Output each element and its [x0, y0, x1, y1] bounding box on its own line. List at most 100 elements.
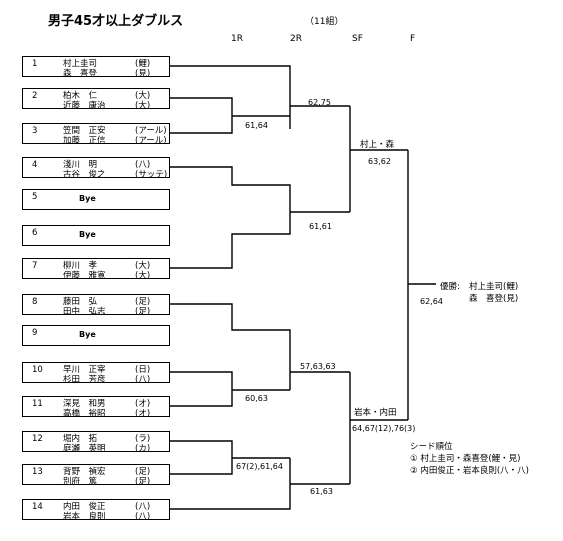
partner-name: 森 喜登 [63, 69, 98, 79]
partner-name: 伊藤 雅寛 [63, 271, 106, 281]
partner-name: 古谷 俊之 [63, 170, 106, 180]
partner-name: 高橋 裕昭 [63, 409, 106, 419]
slot-number: 14 [32, 502, 43, 512]
partner-name: 庭瀬 英明 [63, 444, 106, 454]
player-affiliation: (八) [135, 160, 151, 170]
seed-2: ② 内田俊正・岩本良則(八・八) [410, 466, 529, 476]
winner-line-2: 森 喜登(見) [469, 294, 519, 304]
score-1r-10v11: 60,63 [245, 394, 268, 403]
player-name: 深見 和男 [63, 399, 106, 409]
slot-number: 6 [32, 228, 38, 238]
bye-label: Bye [79, 230, 96, 239]
slot-number: 13 [32, 467, 43, 477]
player-name: 内田 俊正 [63, 502, 106, 512]
draw-slot-8: 8 藤田 弘 (足) 田中 弘志 (足) [22, 294, 170, 317]
partner-affiliation: (大) [135, 271, 151, 281]
score-sf-top: 63,62 [368, 157, 391, 166]
player-affiliation: (大) [135, 261, 151, 271]
slot-number: 4 [32, 160, 38, 170]
player-name: 早川 正宰 [63, 365, 106, 375]
round-header-f: F [410, 34, 416, 44]
player-name: 柳川 孝 [63, 261, 98, 271]
slot-number: 10 [32, 365, 43, 375]
draw-slot-7: 7 柳川 孝 (大) 伊藤 雅寛 (大) [22, 258, 170, 281]
player-name: 村上圭司 [63, 59, 98, 69]
partner-name: 田中 弘志 [63, 307, 106, 317]
score-sf-bottom: 64,67(12),76(3) [352, 424, 416, 433]
draw-slot-1: 1 村上圭司 (鯉) 森 喜登 (見) [22, 56, 170, 79]
partner-affiliation: (アール) [135, 136, 167, 146]
partner-affiliation: (足) [135, 307, 151, 317]
player-affiliation: (鯉) [135, 59, 151, 69]
draw-slot-4: 4 淺川 明 (八) 古谷 俊之 (サッテ) [22, 157, 170, 180]
player-affiliation: (足) [135, 467, 151, 477]
player-name: 笠間 正安 [63, 126, 106, 136]
draw-slot-2: 2 柏木 仁 (大) 近藤 康治 (大) [22, 88, 170, 111]
player-affiliation: (日) [135, 365, 151, 375]
draw-slot-13: 13 背野 禎宏 (足) 別府 篤 (足) [22, 464, 170, 487]
seed-1: ① 村上圭司・森喜登(鯉・見) [410, 454, 521, 464]
score-2r-top: 62,75 [308, 98, 331, 107]
player-name: 柏木 仁 [63, 91, 98, 101]
partner-affiliation: (八) [135, 512, 151, 522]
semifinalist-bottom: 岩本・内田 [354, 408, 397, 418]
group-label: （11組） [305, 17, 344, 27]
slot-number: 7 [32, 261, 38, 271]
partner-name: 杉田 芳彦 [63, 375, 106, 385]
score-2r-12to14: 61,63 [310, 487, 333, 496]
bye-label: Bye [79, 330, 96, 339]
partner-affiliation: (サッテ) [135, 170, 168, 180]
score-2r-8to11: 57,63,63 [300, 362, 336, 371]
page-title: 男子45才以上ダブルス [48, 14, 184, 29]
round-header-1r: 1R [231, 34, 243, 44]
player-name: 淺川 明 [63, 160, 98, 170]
player-affiliation: (足) [135, 297, 151, 307]
partner-name: 岩本 良則 [63, 512, 106, 522]
draw-slot-5: 5 Bye [22, 189, 170, 210]
winner-label: 優勝: [440, 282, 460, 292]
score-2r-4to7: 61,61 [309, 222, 332, 231]
score-1r-2v3: 61,64 [245, 121, 268, 130]
partner-affiliation: (見) [135, 69, 151, 79]
winner-line-1: 村上圭司(鯉) [469, 282, 519, 292]
partner-affiliation: (カ) [135, 444, 151, 454]
partner-affiliation: (足) [135, 477, 151, 487]
slot-number: 9 [32, 328, 38, 338]
seeds-heading: シード順位 [410, 442, 453, 452]
player-name: 堀内 拓 [63, 434, 98, 444]
partner-affiliation: (大) [135, 101, 151, 111]
player-name: 背野 禎宏 [63, 467, 106, 477]
player-affiliation: (オ) [135, 399, 151, 409]
partner-name: 加藤 正信 [63, 136, 106, 146]
draw-slot-10: 10 早川 正宰 (日) 杉田 芳彦 (八) [22, 362, 170, 385]
slot-number: 11 [32, 399, 43, 409]
slot-number: 1 [32, 59, 38, 69]
score-1r-12v13: 67(2),61,64 [236, 462, 283, 471]
partner-affiliation: (オ) [135, 409, 151, 419]
slot-number: 12 [32, 434, 43, 444]
player-name: 藤田 弘 [63, 297, 98, 307]
draw-slot-14: 14 内田 俊正 (八) 岩本 良則 (八) [22, 499, 170, 522]
slot-number: 2 [32, 91, 38, 101]
round-header-2r: 2R [290, 34, 302, 44]
player-affiliation: (八) [135, 502, 151, 512]
slot-number: 3 [32, 126, 38, 136]
partner-name: 別府 篤 [63, 477, 98, 487]
draw-slot-6: 6 Bye [22, 225, 170, 246]
draw-slot-11: 11 深見 和男 (オ) 高橋 裕昭 (オ) [22, 396, 170, 419]
semifinalist-top: 村上・森 [360, 140, 395, 150]
slot-number: 8 [32, 297, 38, 307]
score-final: 62,64 [420, 297, 443, 306]
slot-number: 5 [32, 192, 38, 202]
draw-slot-9: 9 Bye [22, 325, 170, 346]
round-header-sf: SF [352, 34, 363, 44]
player-affiliation: (アール) [135, 126, 167, 136]
draw-slot-3: 3 笠間 正安 (アール) 加藤 正信 (アール) [22, 123, 170, 146]
draw-slot-12: 12 堀内 拓 (ラ) 庭瀬 英明 (カ) [22, 431, 170, 454]
player-affiliation: (ラ) [135, 434, 151, 444]
partner-affiliation: (八) [135, 375, 151, 385]
partner-name: 近藤 康治 [63, 101, 106, 111]
bye-label: Bye [79, 194, 96, 203]
player-affiliation: (大) [135, 91, 151, 101]
